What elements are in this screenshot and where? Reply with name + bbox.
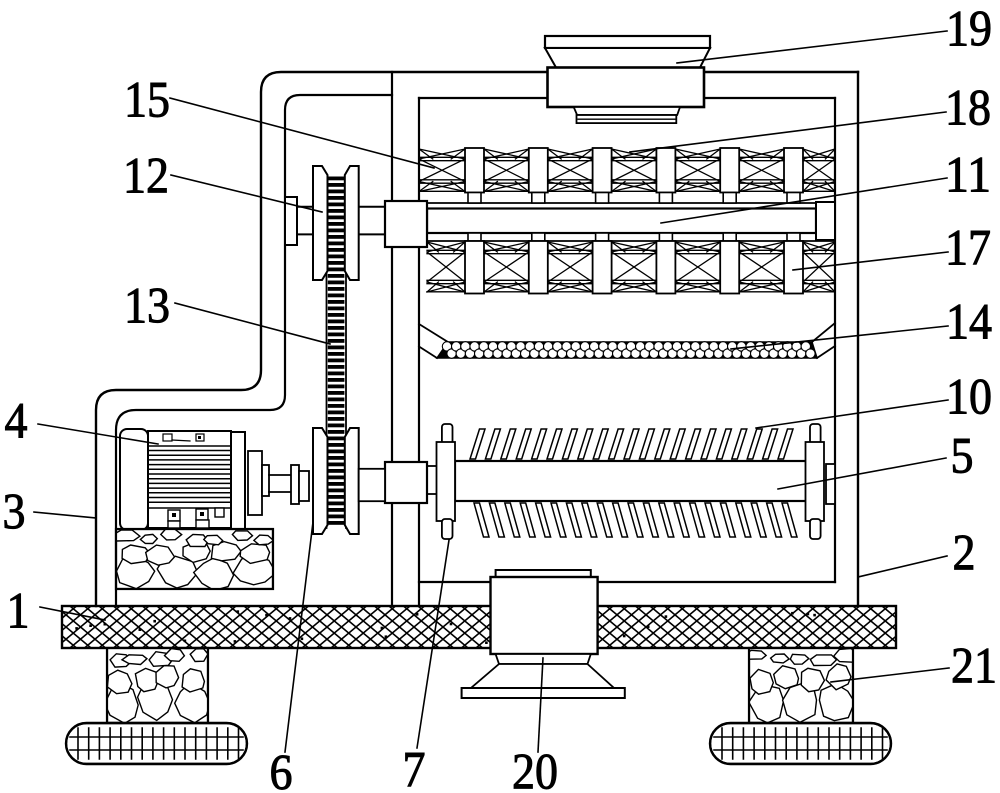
svg-text:5: 5 xyxy=(951,429,974,485)
svg-text:19: 19 xyxy=(946,2,992,58)
svg-text:6: 6 xyxy=(270,746,293,793)
svg-text:13: 13 xyxy=(124,279,170,335)
svg-text:15: 15 xyxy=(124,73,170,129)
svg-text:4: 4 xyxy=(5,394,28,450)
svg-text:17: 17 xyxy=(945,221,991,277)
svg-text:1: 1 xyxy=(7,584,30,640)
svg-text:14: 14 xyxy=(946,295,992,351)
svg-text:12: 12 xyxy=(123,149,169,205)
svg-text:11: 11 xyxy=(945,148,991,204)
svg-text:18: 18 xyxy=(945,81,991,137)
svg-text:21: 21 xyxy=(951,639,997,695)
svg-text:7: 7 xyxy=(403,743,426,793)
svg-text:20: 20 xyxy=(512,745,558,793)
svg-text:3: 3 xyxy=(3,485,26,541)
svg-text:10: 10 xyxy=(946,370,992,426)
svg-text:2: 2 xyxy=(953,526,976,582)
